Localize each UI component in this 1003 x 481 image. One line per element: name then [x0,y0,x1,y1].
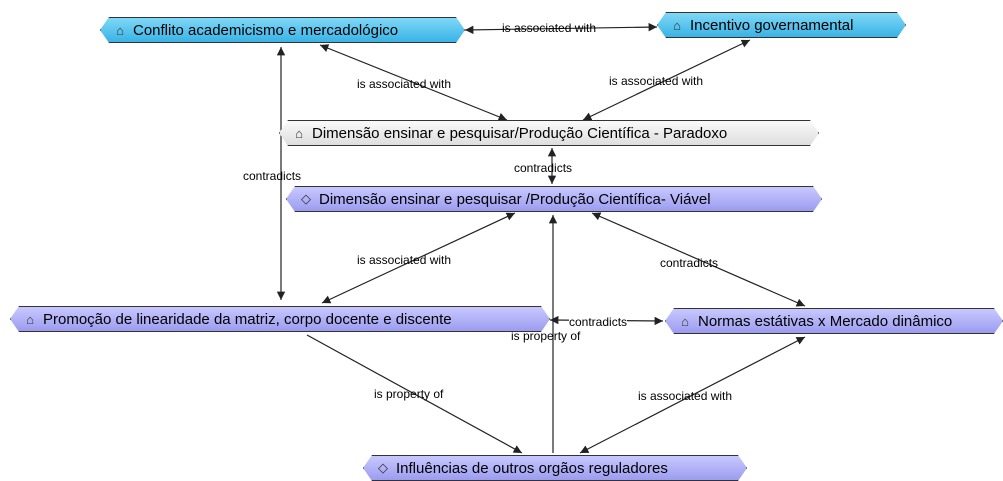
edge-label: contradicts [569,315,628,329]
node-label: Dimensão ensinar e pesquisar /Produção C… [319,190,711,208]
node-label: Normas estátivas x Mercado dinâmico [698,312,953,330]
diamond-icon: ◇ [301,191,311,206]
node-label: Dimensão ensinar e pesquisar/Produção Ci… [312,124,728,142]
node-viavel[interactable]: ◇ Dimensão ensinar e pesquisar /Produção… [286,186,822,212]
edge-promocao-influencias[interactable] [306,334,523,454]
network-doc-icon: ⌂ [295,125,303,141]
edge-label: contradicts [514,161,573,175]
network-doc-icon: ⌂ [116,22,124,38]
edge-label: contradicts [660,256,719,270]
node-paradoxo[interactable]: ⌂ Dimensão ensinar e pesquisar/Produção … [279,120,819,146]
edge-label: is property of [511,329,581,343]
network-doc-icon: ⌂ [673,17,681,33]
edge-label: is associated with [357,253,452,267]
node-conflito[interactable]: ⌂ Conflito academicismo e mercadológico [100,17,465,43]
network-doc-icon: ⌂ [681,313,689,329]
edge-conflito-incentivo[interactable] [464,22,658,35]
edge-viavel-normas[interactable] [591,212,806,307]
edge-label: is associated with [609,74,704,88]
node-label: Conflito academicismo e mercadológico [133,21,399,39]
edge-incentivo-paradoxo[interactable] [582,39,751,121]
edge-label: is property of [374,387,444,401]
edge-label: is associated with [638,389,733,403]
node-normas[interactable]: ⌂ Normas estátivas x Mercado dinâmico [665,308,1003,334]
edge-normas-influencias[interactable] [579,336,806,454]
edge-conflito-paradoxo[interactable] [319,44,508,121]
node-label: Incentivo governamental [690,16,854,34]
node-promocao[interactable]: ⌂ Promoção de linearidade da matriz, cor… [10,306,550,332]
edge-label: is associated with [502,21,597,35]
node-incentivo[interactable]: ⌂ Incentivo governamental [657,12,906,38]
network-doc-icon: ⌂ [26,311,34,327]
edge-label: is associated with [357,77,452,91]
node-label: Influências de outros orgãos reguladores [396,459,668,477]
diamond-icon: ◇ [378,460,388,475]
node-influencias[interactable]: ◇ Influências de outros orgãos regulador… [363,455,747,481]
edge-label: contradicts [243,169,302,183]
edge-promocao-viavel[interactable] [321,212,516,304]
node-label: Promoção de linearidade da matriz, corpo… [43,310,452,328]
